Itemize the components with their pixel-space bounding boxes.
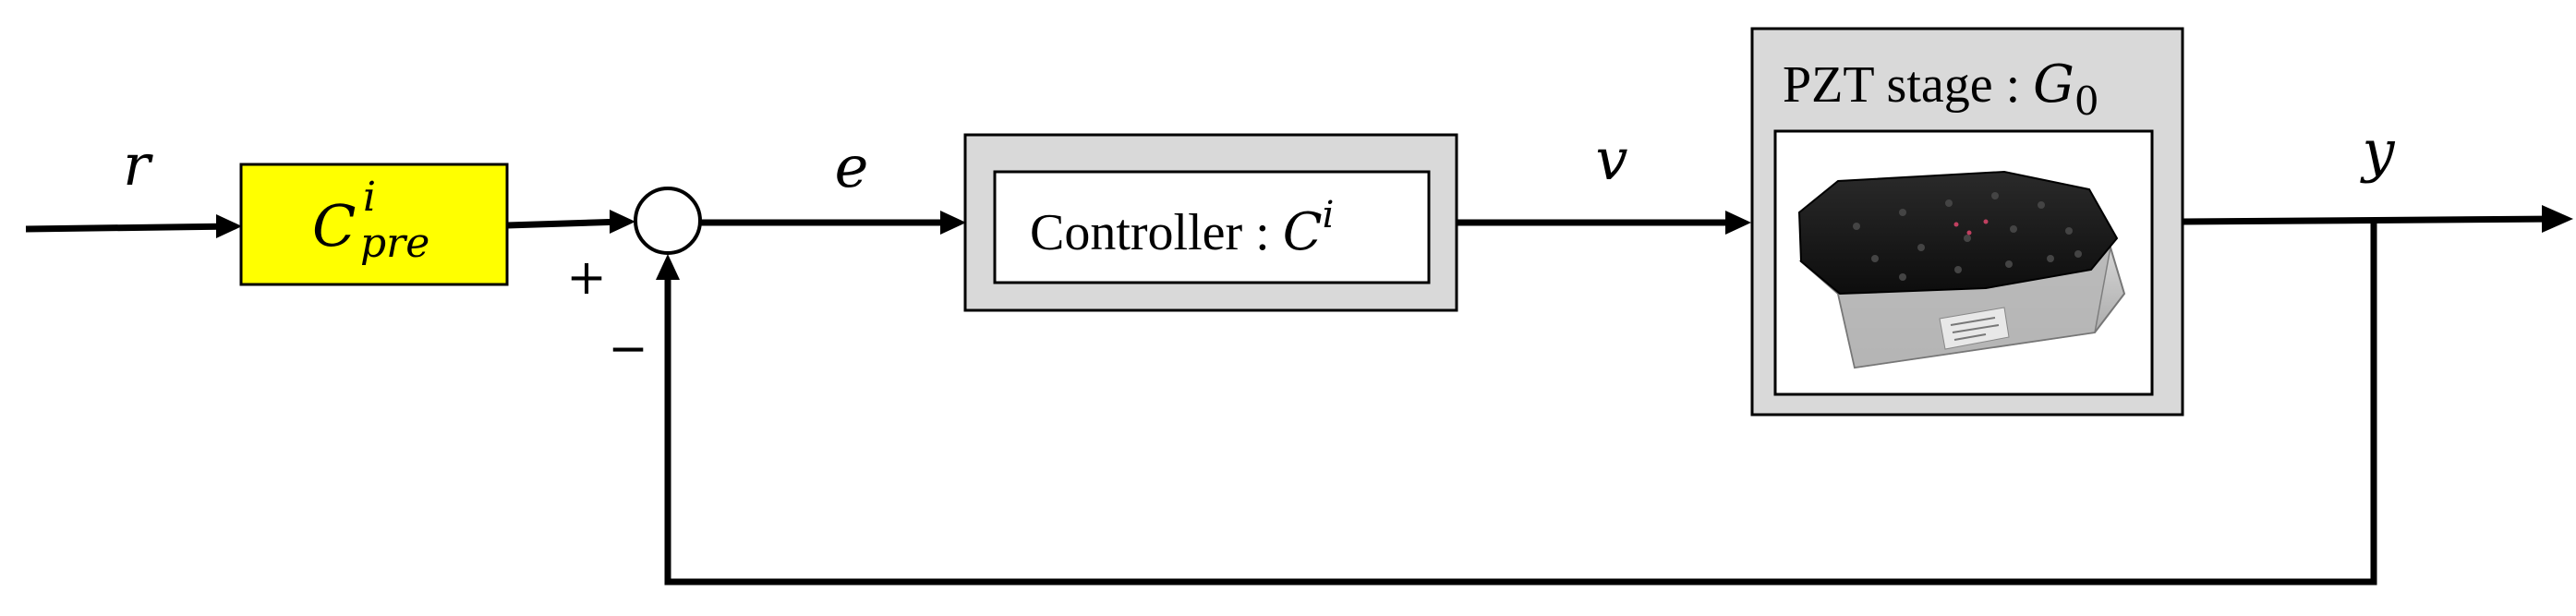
input-arrowhead <box>216 214 242 238</box>
feedback-arrowhead <box>656 254 680 280</box>
plant-label-text: PZT stage : <box>1783 56 2033 114</box>
summing-junction <box>634 187 702 255</box>
prefilter-block <box>239 163 509 286</box>
output-arrowhead <box>2542 205 2573 233</box>
plant-label: PZT stage : G0 <box>1783 54 2099 124</box>
prefilter-symbol: C <box>312 192 356 260</box>
controller-symbol: C <box>1283 202 1323 262</box>
minus-sign: − <box>608 321 648 377</box>
controller-label: Controller : Ci <box>1030 194 1334 262</box>
prefilter-subscript: pre <box>360 220 429 267</box>
plus-sign: + <box>566 250 607 306</box>
plant-symbol: G <box>2033 54 2074 115</box>
pzt-stage-image <box>1797 170 2126 369</box>
output-line <box>2182 215 2559 225</box>
signal-e-label: e <box>835 133 869 200</box>
signal-r-label: r <box>123 131 153 199</box>
controller-input-arrowhead <box>940 211 966 235</box>
plant-input-arrowhead <box>1725 211 1751 235</box>
signal-v-label: v <box>1595 126 1627 193</box>
prefilter-to-sum-line <box>506 218 624 229</box>
plant-subscript: 0 <box>2074 79 2099 124</box>
signal-y-label: y <box>2359 117 2395 185</box>
sum-input-arrowhead <box>610 210 635 234</box>
feedback-path <box>664 221 2377 586</box>
controller-superscript: i <box>1323 194 1335 236</box>
controller-inner-block <box>993 170 1431 284</box>
prefilter-superscript: i <box>363 174 376 221</box>
input-line <box>25 223 236 233</box>
controller-label-text: Controller : <box>1030 204 1283 261</box>
